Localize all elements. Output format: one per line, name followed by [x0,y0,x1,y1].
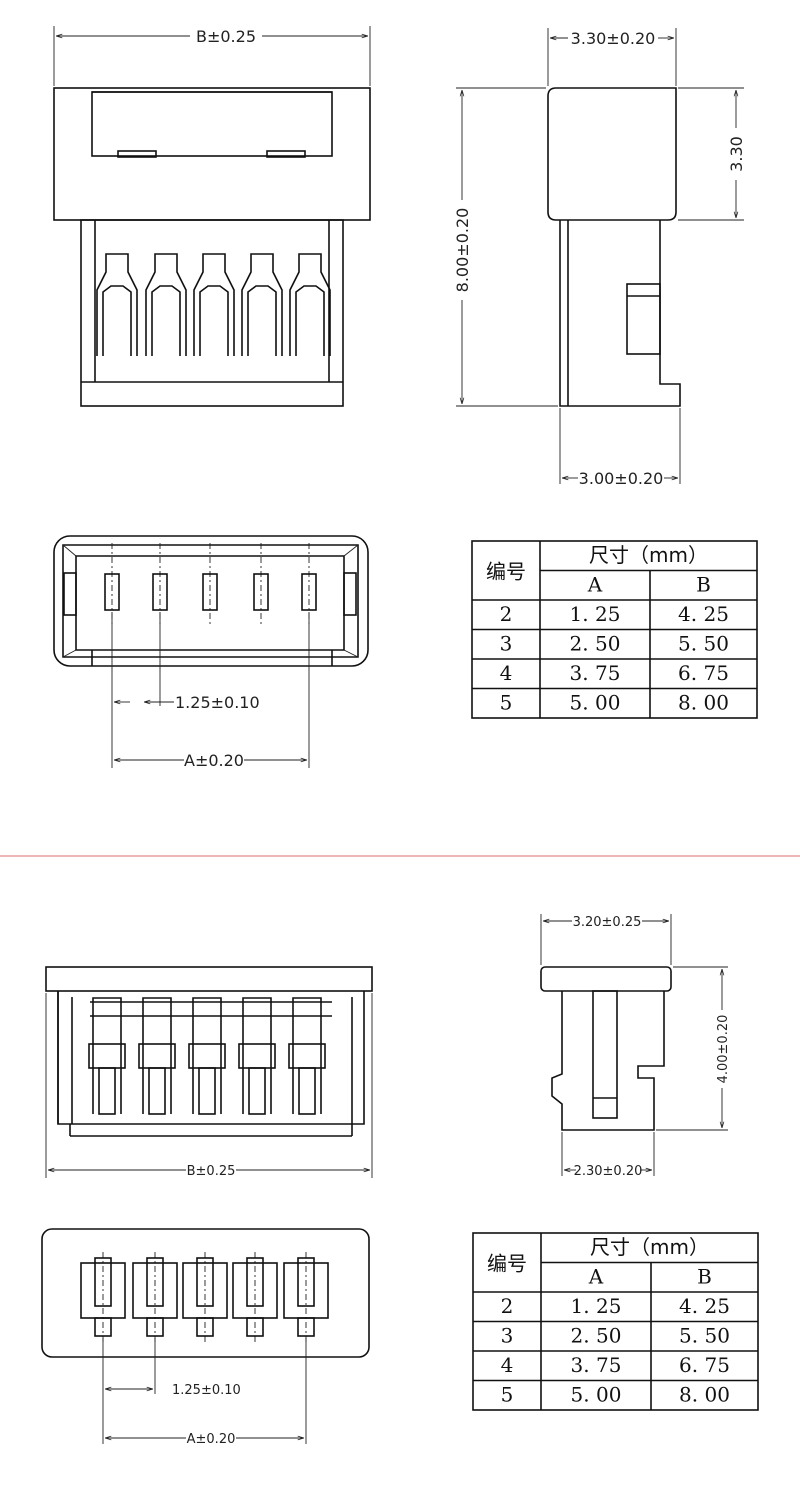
bottom-table-header-code: 编号 [487,1252,527,1276]
top-front-view [53,87,371,407]
bottom-cavity-3 [188,997,226,1115]
top-cavity-3 [193,253,235,356]
top-size-table: 编号 尺寸（mm） A B 2 1. 25 4. 25 3 2. 50 5. 50 4 3. 75 6.… [471,540,758,719]
top-pitch-label: 1.25±0.10 [175,693,260,712]
top-span-label: A±0.20 [184,751,244,770]
bottom-table-cell: 5 [501,1383,514,1407]
top-table-cell: 3 [500,632,513,656]
bottom-table-cell: 8. 00 [679,1383,730,1407]
bottom-side-bottom-label: 2.30±0.20 [574,1164,643,1179]
top-cavity-4 [241,253,283,356]
top-bottom-view [53,535,369,667]
top-table-header-b: B [696,573,711,597]
top-table-cell: 6. 75 [678,661,729,685]
bottom-side-dims: 3.20±0.25 4.00±0.20 2.30±0.20 [540,914,731,1179]
top-pin-4 [253,543,269,625]
bottom-table-cell: 2. 50 [571,1324,622,1348]
top-table-cell: 2 [500,602,513,626]
top-table-cell: 1. 25 [570,602,621,626]
top-pin-1 [104,543,120,625]
top-pin-3 [202,543,218,625]
top-total-height-label: 8.00±0.20 [453,208,472,293]
bottom-front-view [45,966,373,1137]
top-pin-2 [152,543,168,625]
top-cavity-2 [145,253,187,356]
bottom-table-header-size: 尺寸（mm） [590,1235,709,1259]
top-table-cell: 5. 50 [678,632,729,656]
bottom-table-cell: 4. 25 [679,1294,730,1318]
bottom-pin-4 [232,1252,278,1342]
top-table-cell: 3. 75 [570,661,621,685]
top-side-width-label: 3.30±0.20 [571,29,656,48]
top-table-cell: 4 [500,661,513,685]
bottom-pin-3 [182,1252,228,1342]
bottom-cavity-5 [288,997,326,1115]
bottom-table-header-a: A [588,1265,604,1289]
bottom-cavity-4 [238,997,276,1115]
top-table-header-code: 编号 [486,560,526,584]
top-cavity-1 [96,253,138,356]
bottom-front-width-dim: B±0.25 [45,993,373,1179]
top-side-view [547,87,681,407]
bottom-side-view [540,966,672,1131]
bottom-size-table: 编号 尺寸（mm） A B 2 1. 25 4. 25 3 2. 50 5. 50 4 3. 75 6.… [472,1232,759,1411]
top-front-width-dim: B±0.25 [53,26,371,86]
top-side-dims: 3.30±0.20 3.30 8.00±0.20 3.00±0.20 [453,28,746,488]
top-table-cell: 2. 50 [570,632,621,656]
bottom-side-height-label: 4.00±0.20 [716,1015,731,1084]
bottom-table-cell: 5. 00 [571,1383,622,1407]
top-cavity-5 [289,253,331,356]
top-table-cell: 4. 25 [678,602,729,626]
bottom-pin-5 [283,1252,329,1342]
bottom-table-cell: 3. 75 [571,1353,622,1377]
bottom-pin-1 [80,1252,126,1342]
bottom-table-cell: 2 [501,1294,514,1318]
bottom-side-width-label: 3.20±0.25 [573,915,642,930]
top-side-height-label: 3.30 [727,136,746,172]
bottom-front-width-label: B±0.25 [187,1164,236,1179]
bottom-table-cell: 3 [501,1324,514,1348]
top-table-cell: 5 [500,691,513,715]
top-table-header-a: A [587,573,603,597]
top-pitch-dims: 1.25±0.10 A±0.20 [111,612,310,770]
bottom-table-cell: 1. 25 [571,1294,622,1318]
top-table-cell: 5. 00 [570,691,621,715]
top-table-header-size: 尺寸（mm） [589,543,708,567]
bottom-bottom-view [41,1228,370,1358]
top-pin-5 [301,543,317,625]
top-side-bottom-label: 3.00±0.20 [579,469,664,488]
bottom-cavity-2 [138,997,176,1115]
bottom-cavity-1 [88,997,126,1115]
bottom-pitch-label: 1.25±0.10 [172,1383,241,1398]
bottom-table-header-b: B [697,1265,712,1289]
top-front-width-label: B±0.25 [196,27,256,46]
bottom-table-cell: 4 [501,1353,514,1377]
bottom-pitch-dims: 1.25±0.10 A±0.20 [102,1338,307,1447]
bottom-pin-2 [132,1252,178,1342]
bottom-table-cell: 5. 50 [679,1324,730,1348]
bottom-table-cell: 6. 75 [679,1353,730,1377]
bottom-span-label: A±0.20 [187,1432,236,1447]
top-table-cell: 8. 00 [678,691,729,715]
